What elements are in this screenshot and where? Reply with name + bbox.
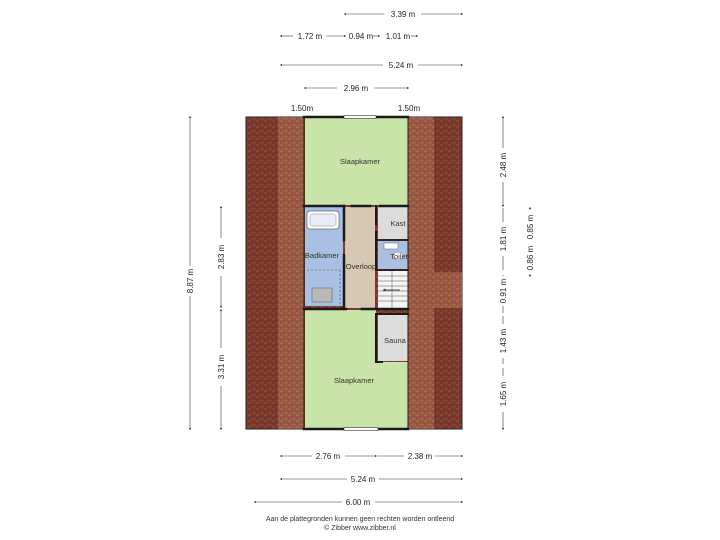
dim-top-1: 3.39 m [391,10,416,19]
dim-top-2c: 1.01 m [386,32,411,41]
dim-top-4: 2.96 m [344,84,369,93]
shower-icon [311,287,333,303]
sauna-area [378,315,408,361]
room-label-bottom-bedroom: Slaapkamer [334,376,375,385]
dim-left-total: 8.87 m [186,268,195,293]
bottom-bedroom-area [305,310,408,428]
top-bedroom-area [305,118,408,205]
dim-bottom-1a: 2.76 m [316,452,341,461]
dim-top-2b: 0.94 m [349,32,374,41]
window-bottom [343,427,379,431]
dimension-lines [188,12,532,504]
disclaimer-text: Aan de plattegronden kunnen geen rechten… [265,516,455,523]
dim-top-3: 5.24 m [389,61,414,70]
stairs-area [378,271,408,308]
dim-right-outer-a: 0.85 m [526,214,535,239]
closet-area [378,207,408,239]
stairs-icon [378,271,408,308]
walls [302,115,410,431]
dim-bottom-3: 6.00 m [346,498,371,507]
dim-bottom-2: 5.24 m [351,475,376,484]
room-label-top-bedroom: Slaapkamer [340,157,381,166]
dim-top-2a: 1.72 m [298,32,323,41]
room-label-sauna: Sauna [384,336,407,345]
dim-top-right-mark: 1.50m [398,104,421,113]
dim-bottom-1b: 2.38 m [408,452,433,461]
dim-right-1: 2.48 m [499,152,508,177]
fixtures [306,210,408,308]
sink-icon [383,242,399,250]
dim-right-5: 1.65 m [499,381,508,406]
dim-top-left-mark: 1.50m [291,104,314,113]
copyright-text: © Zibber www.zibber.nl [324,525,396,532]
toilet-bowl-icon [392,251,404,261]
dim-right-outer-b: 0.86 m [526,245,535,270]
room-label-bathroom: Badkamer [305,251,340,260]
dim-right-2: 1.81 m [499,226,508,251]
room-label-toilet: Toilet [390,252,408,261]
dim-right-4: 1.43 m [499,328,508,353]
dim-left-upper: 2.83 m [217,244,226,269]
room-label-landing: Overloop [346,262,376,271]
dim-right-3: 0.91 m [499,278,508,303]
dim-left-lower: 3.31 m [217,354,226,379]
landing-area [345,207,375,308]
room-label-closet: Kast [390,219,406,228]
window-top [343,115,377,119]
